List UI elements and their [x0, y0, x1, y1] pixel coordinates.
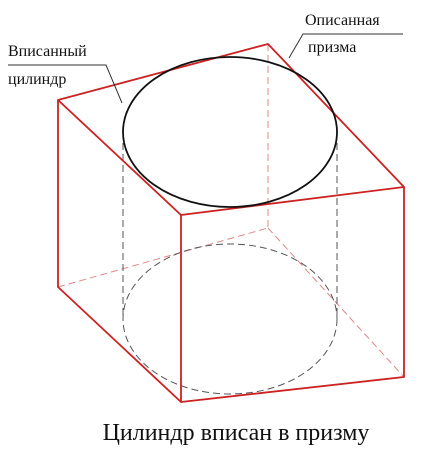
prism-hidden-edges — [57, 44, 405, 378]
label-circumscribed-line1: Описанная — [305, 12, 380, 29]
prism-hidden-edge-right — [267, 227, 405, 378]
prism-left-face — [57, 100, 182, 403]
cylinder-bottom-ellipse — [122, 243, 338, 395]
prism-right-face — [180, 187, 405, 403]
leader-circumscribed — [288, 33, 403, 59]
figure-caption: Цилиндр вписан в призму — [103, 420, 370, 446]
label-inscribed-line1: Вписанный — [8, 43, 87, 60]
prism-top-face — [57, 43, 405, 216]
prism-hidden-edge-left — [57, 227, 269, 288]
prism-visible-edges — [57, 43, 405, 403]
leader-inscribed — [8, 64, 123, 104]
label-circumscribed-line2: призма — [308, 39, 356, 56]
cylinder-hidden — [122, 132, 338, 395]
cylinder-top-ellipse — [122, 56, 338, 208]
leader-lines — [8, 33, 403, 104]
label-inscribed-line2: цилиндр — [8, 71, 66, 88]
